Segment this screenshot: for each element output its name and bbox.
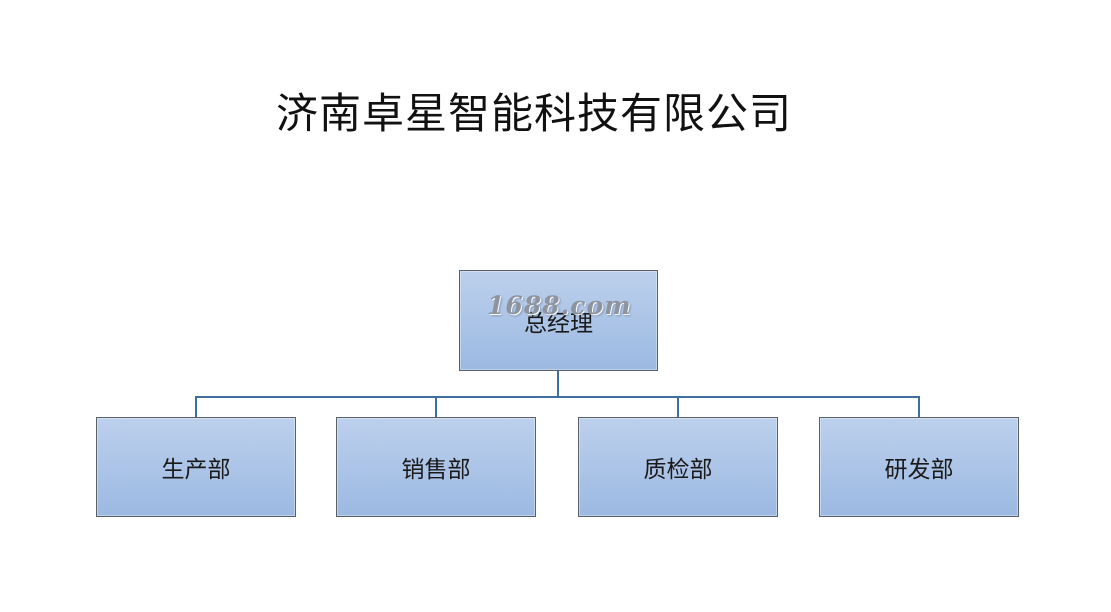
watermark-text: 1688.com: [487, 291, 632, 320]
org-node-production-dept: 生产部: [96, 417, 296, 517]
org-node-label: 研发部: [884, 457, 954, 483]
page-title: 济南卓星智能科技有限公司: [276, 89, 793, 138]
org-node-label: 总经理: [524, 310, 593, 337]
org-node-rnd-dept: 研发部: [819, 417, 1019, 517]
org-node-label: 质检部: [643, 457, 713, 483]
org-node-sales-dept: 销售部: [336, 417, 536, 517]
org-node-label: 生产部: [161, 457, 231, 483]
org-node-label: 销售部: [401, 457, 471, 483]
org-node-quality-dept: 质检部: [578, 417, 778, 517]
org-node-general-manager: 总经理: [459, 270, 658, 371]
